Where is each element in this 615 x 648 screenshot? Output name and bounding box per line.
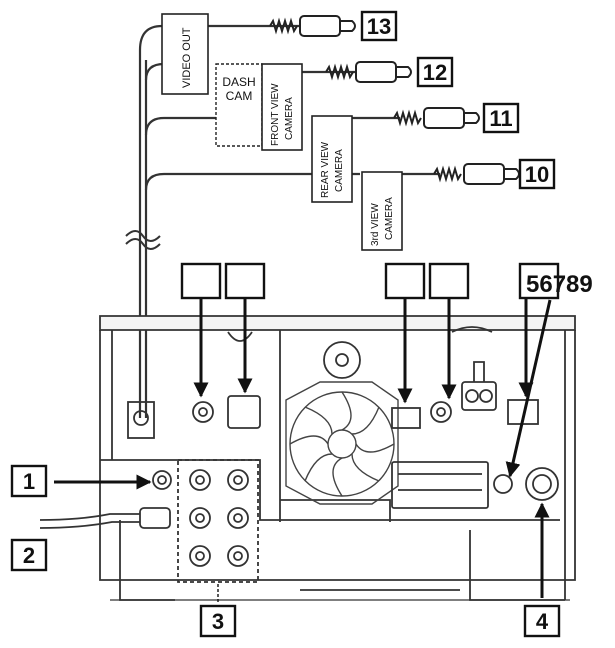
cooling-fan xyxy=(285,381,399,505)
rca-plug-10 xyxy=(433,163,520,185)
callout-12-text: 12 xyxy=(423,60,447,85)
third-view-label-line2: CAMERA xyxy=(384,197,395,240)
empty-callout-boxes xyxy=(180,262,560,300)
rear-view-camera-box: REAR VIEW CAMERA xyxy=(311,115,353,203)
callout-11: 11 xyxy=(482,102,520,134)
connectors xyxy=(39,395,559,529)
third-view-camera-box: 3rd VIEW CAMERA xyxy=(361,171,403,251)
callout-10: 10 xyxy=(518,158,556,190)
callout-11-text: 11 xyxy=(489,106,512,131)
callout-3: 3 xyxy=(199,584,237,638)
cable-break-symbol xyxy=(125,230,161,250)
pointer-arrows xyxy=(54,298,552,598)
third-view-label-line1: 3rd VIEW xyxy=(370,203,381,246)
callout-10-text: 10 xyxy=(525,162,549,187)
rca-jack-grid xyxy=(177,459,259,583)
callout-13: 13 xyxy=(360,10,398,42)
video-out-box: VIDEO OUT xyxy=(161,13,209,95)
video-out-label: VIDEO OUT xyxy=(181,27,193,88)
front-view-label-line2: CAMERA xyxy=(284,97,295,140)
callout-13-text: 13 xyxy=(367,14,391,39)
dash-cam-label-line2: CAM xyxy=(226,89,253,103)
head-unit xyxy=(99,315,576,601)
callout-4: 4 xyxy=(523,604,561,638)
callout-1: 1 xyxy=(10,464,48,498)
dash-cam-label-line1: DASH xyxy=(222,75,255,89)
callout-56789-text: 56789 xyxy=(526,271,593,298)
dash-cam-box: DASH CAM xyxy=(215,63,263,147)
callout-2: 2 xyxy=(10,538,48,572)
callout-3-text: 3 xyxy=(212,609,224,634)
rca-plug-13 xyxy=(269,15,356,37)
callout-12: 12 xyxy=(416,56,454,88)
rear-view-label-line1: REAR VIEW xyxy=(320,141,331,198)
front-view-label-line1: FRONT VIEW xyxy=(270,83,281,146)
rca-plug-12 xyxy=(325,61,412,83)
front-view-camera-box: FRONT VIEW CAMERA xyxy=(261,63,303,151)
callout-4-text: 4 xyxy=(536,609,549,634)
rear-view-label-line2: CAMERA xyxy=(334,149,345,192)
callout-1-text: 1 xyxy=(23,469,35,494)
rca-plug-11 xyxy=(393,107,480,129)
callout-2-text: 2 xyxy=(23,543,35,568)
